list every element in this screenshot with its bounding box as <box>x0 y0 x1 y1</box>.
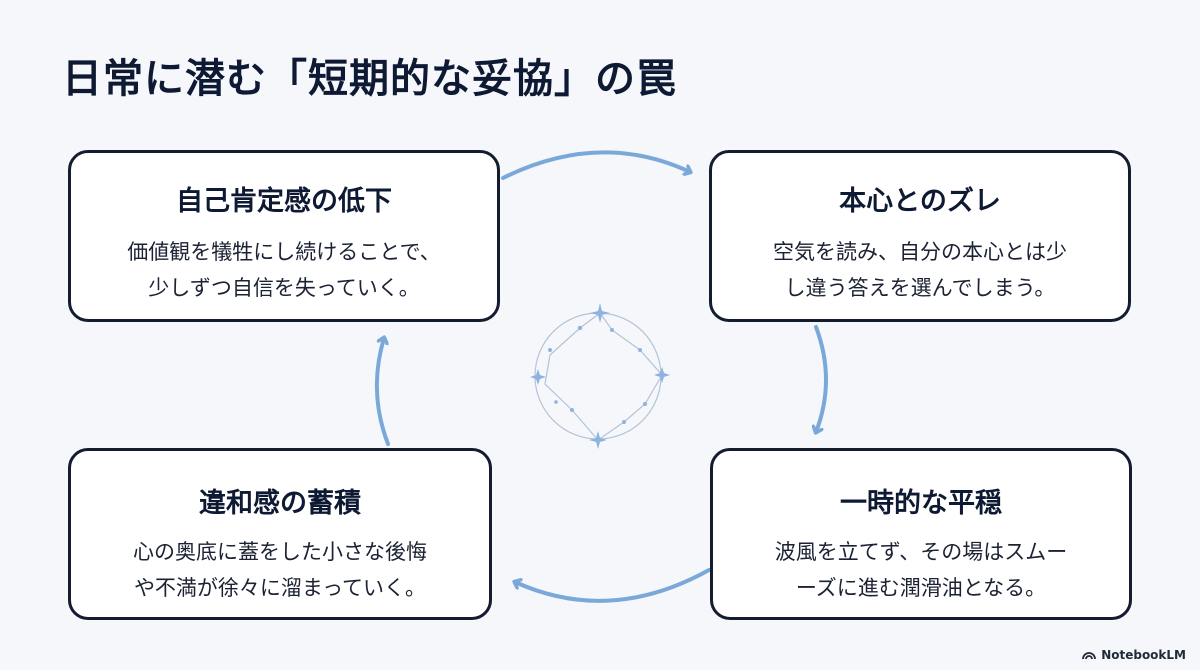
watermark-label: NotebookLM <box>1101 648 1186 662</box>
cycle-arrow-left <box>374 338 390 446</box>
page-title: 日常に潜む「短期的な妥協」の罠 <box>62 56 677 102</box>
notebooklm-watermark: NotebookLM <box>1082 648 1186 662</box>
card-description: 心の奥底に蓋をした小さな後悔 や不満が徐々に溜まっていく。 <box>71 534 489 606</box>
card-description-line: ーズに進む潤滑油となる。 <box>795 576 1047 600</box>
card-title: 自己肯定感の低下 <box>176 186 392 217</box>
card-title: 本心とのズレ <box>839 186 1001 217</box>
card-description-line: 価値観を犠牲にし続けることで、 <box>127 240 441 264</box>
constellation-icon <box>530 303 670 449</box>
card-title: 一時的な平穏 <box>840 488 1002 519</box>
card-temporary-peace: 一時的な平穏 波風を立てず、その場はスムー ーズに進む潤滑油となる。 <box>710 448 1132 620</box>
card-discomfort-accumulation: 違和感の蓄積 心の奥底に蓋をした小さな後悔 や不満が徐々に溜まっていく。 <box>68 448 492 620</box>
card-description-line: し違う答えを選んでしまう。 <box>784 276 1056 300</box>
card-title: 違和感の蓄積 <box>199 488 361 519</box>
cycle-arrow-top <box>501 150 690 180</box>
card-description: 価値観を犠牲にし続けることで、 少しずつ自信を失っていく。 <box>71 234 497 306</box>
card-description-line: 波風を立てず、その場はスムー <box>774 540 1068 564</box>
card-description-line: 少しずつ自信を失っていく。 <box>148 276 420 300</box>
card-description-line: 心の奥底に蓋をした小さな後悔 <box>133 540 427 564</box>
card-description: 波風を立てず、その場はスムー ーズに進む潤滑油となる。 <box>713 534 1129 606</box>
notebooklm-logo-icon <box>1082 652 1097 660</box>
card-self-esteem-decline: 自己肯定感の低下 価値観を犠牲にし続けることで、 少しずつ自信を失っていく。 <box>68 150 500 322</box>
card-description-line: 空気を読み、自分の本心とは少 <box>773 240 1067 264</box>
card-description: 空気を読み、自分の本心とは少 し違う答えを選んでしまう。 <box>712 234 1128 306</box>
cycle-arrow-right <box>816 325 828 432</box>
card-description-line: や不満が徐々に溜まっていく。 <box>133 576 427 600</box>
card-true-feelings-gap: 本心とのズレ 空気を読み、自分の本心とは少 し違う答えを選んでしまう。 <box>709 150 1131 322</box>
cycle-arrow-bottom <box>515 568 711 603</box>
